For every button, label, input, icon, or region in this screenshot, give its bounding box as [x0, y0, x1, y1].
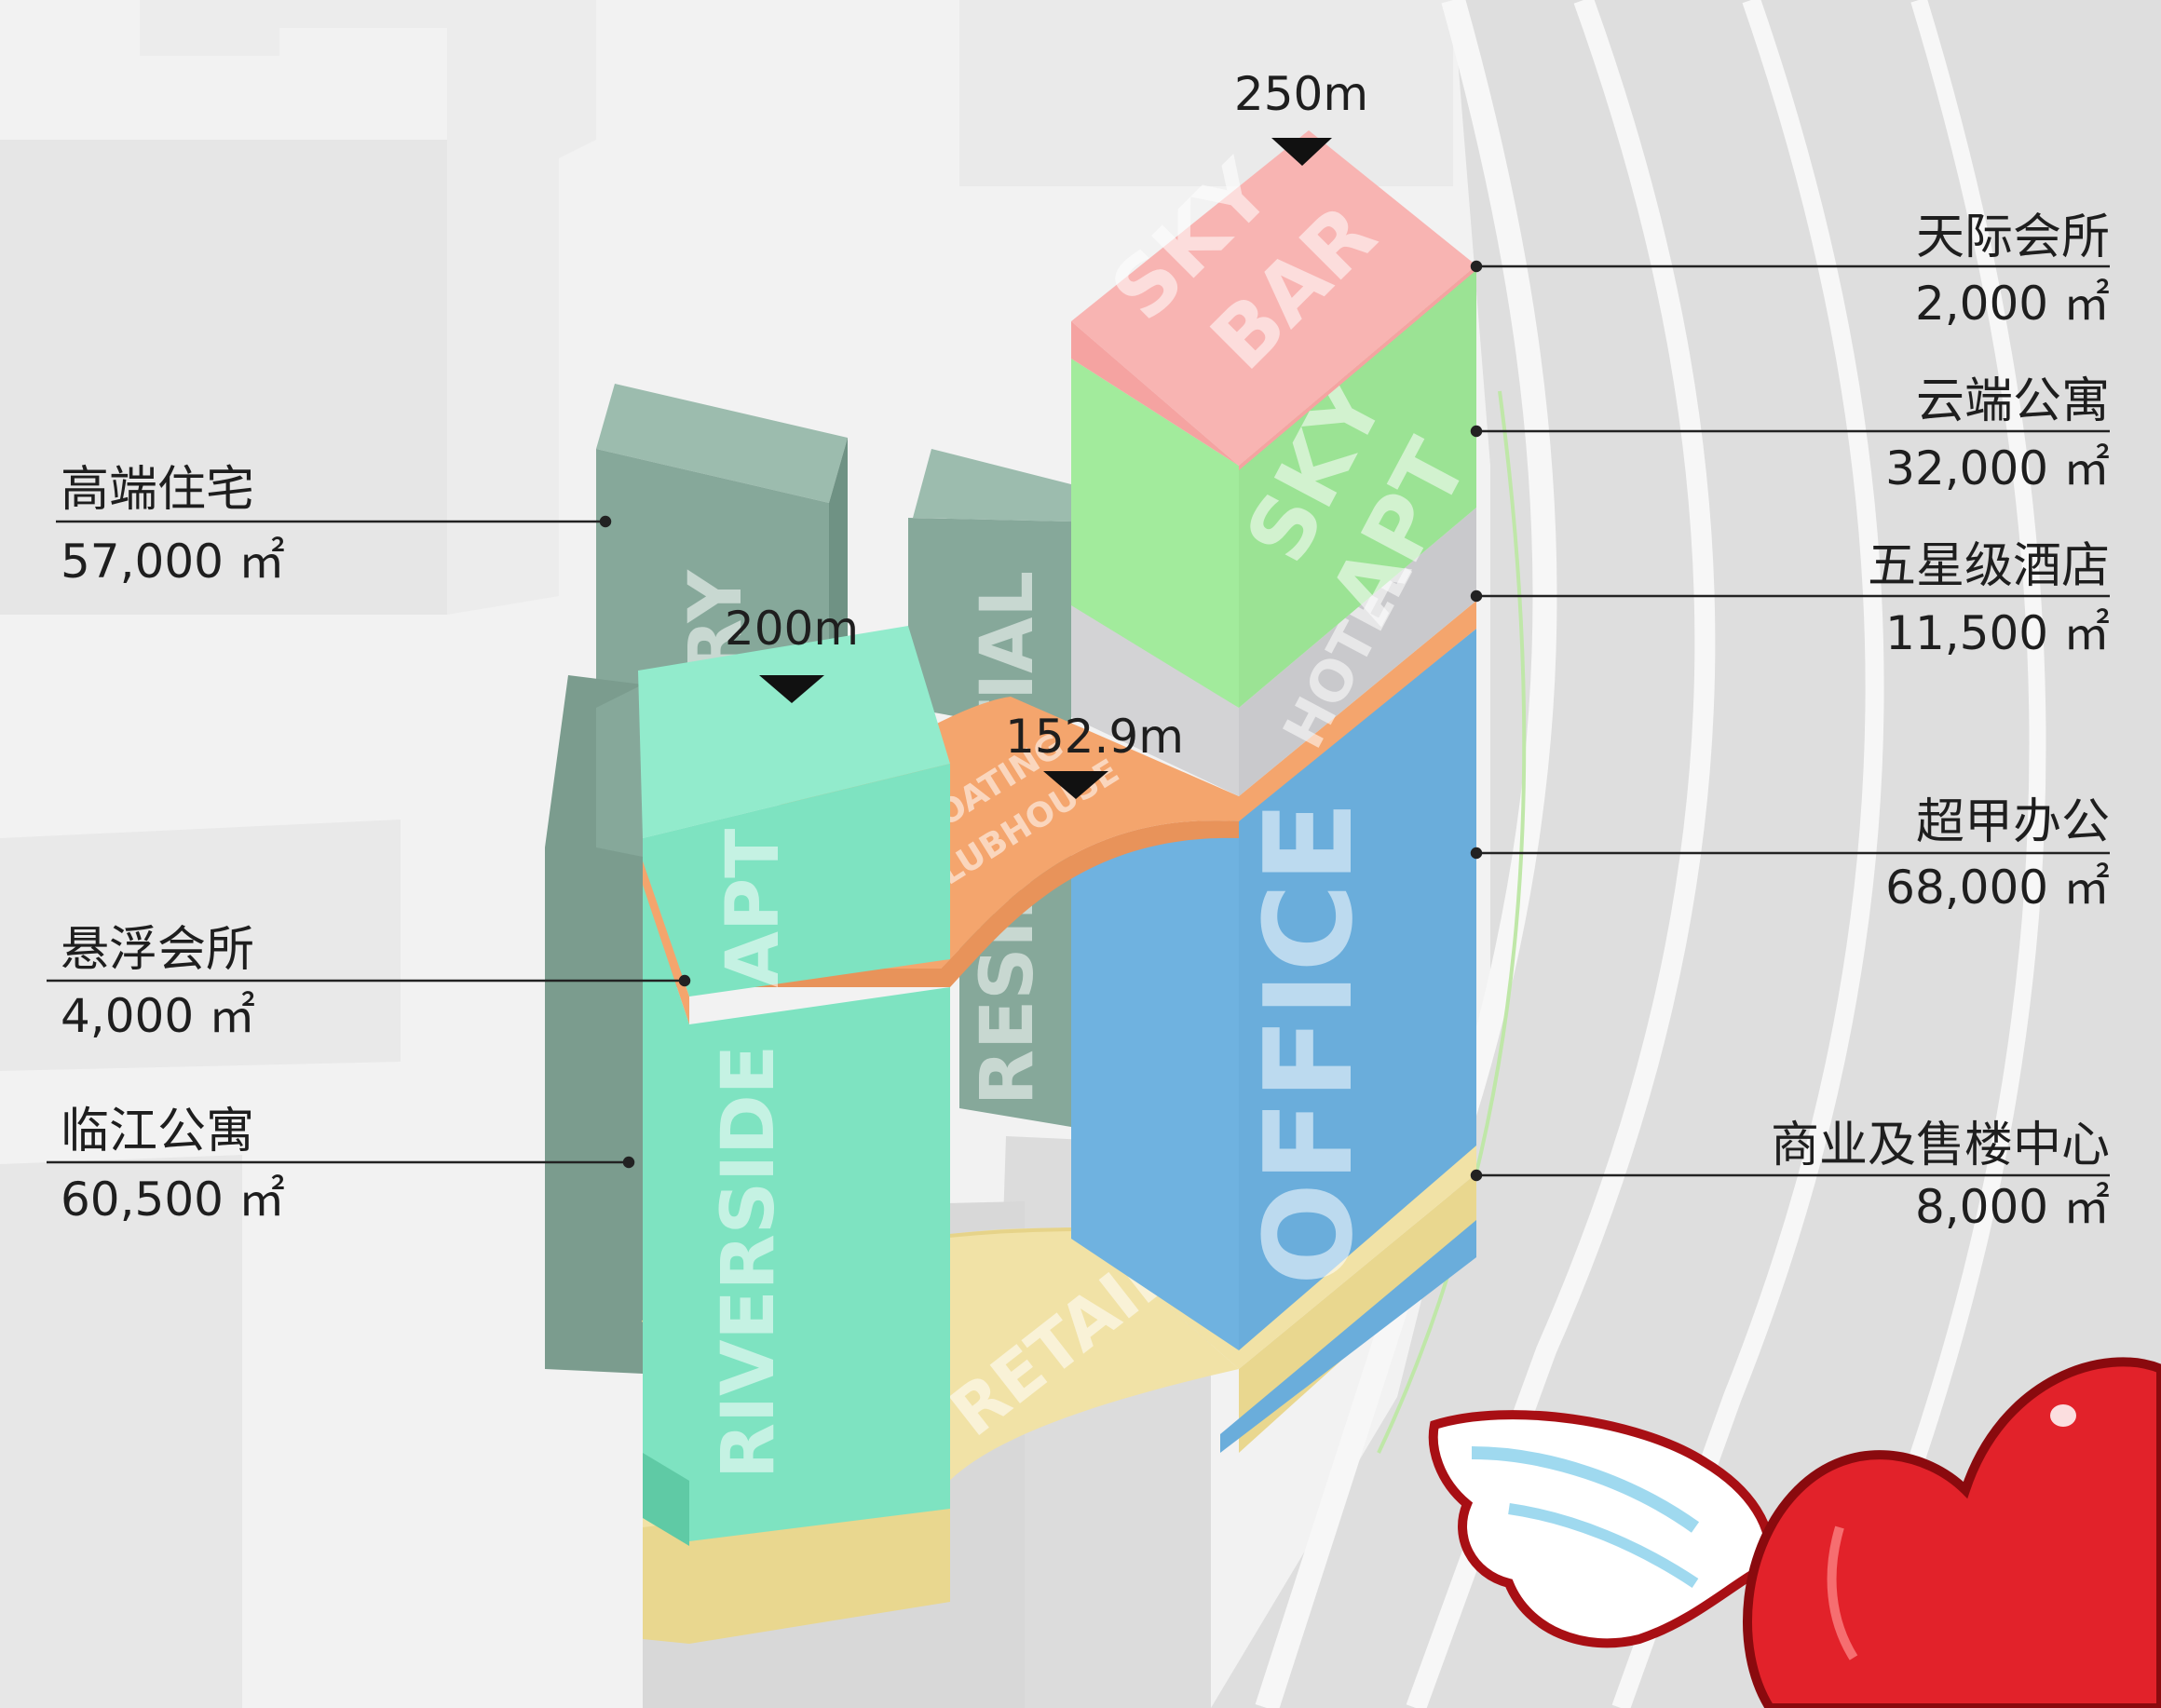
callout-luxury: 高端住宅 57,000 ㎡	[61, 462, 285, 589]
label-riverside: RIVERSIDE	[707, 1045, 791, 1479]
callout-area: 60,500 ㎡	[61, 1173, 285, 1227]
callout-name: 天际会所	[1916, 210, 2110, 265]
callout-name: 五星级酒店	[1868, 538, 2110, 594]
callout-name: 商业及售楼中心	[1771, 1118, 2110, 1173]
label-office: OFFICE	[1238, 801, 1380, 1286]
callout-area: 8,000 ㎡	[1915, 1180, 2110, 1234]
callout-name: 超甲办公	[1916, 794, 2110, 850]
callout-name: 悬浮会所	[61, 922, 254, 978]
callout-sky-apt: 云端公寓 32,000 ㎡	[1885, 373, 2110, 495]
callout-area: 11,500 ㎡	[1885, 606, 2110, 660]
callout-clubhouse: 悬浮会所 4,000 ㎡	[61, 922, 255, 1043]
callout-name: 临江公寓	[61, 1104, 254, 1159]
height-marker-152: 152.9m	[1005, 710, 1184, 799]
callout-area: 32,000 ㎡	[1885, 441, 2110, 495]
callout-hotel: 五星级酒店 11,500 ㎡	[1868, 538, 2110, 660]
callout-riverside: 临江公寓 60,500 ㎡	[61, 1104, 285, 1227]
callout-retail: 商业及售楼中心 8,000 ㎡	[1771, 1118, 2110, 1234]
height-200-text: 200m	[725, 602, 859, 656]
label-apt: APT	[712, 829, 795, 988]
callout-area: 68,000 ㎡	[1885, 861, 2110, 915]
height-marker-200: 200m	[725, 602, 859, 703]
office-tower: OFFICE	[1071, 629, 1476, 1453]
height-152-text: 152.9m	[1005, 710, 1184, 764]
leader-lines	[47, 260, 2110, 1182]
callout-name: 高端住宅	[61, 462, 254, 518]
sky-bar-block: SKY BAR	[1071, 130, 1476, 470]
callout-sky-bar: 天际会所 2,000 ㎡	[1915, 210, 2110, 331]
callout-name: 云端公寓	[1916, 373, 2110, 429]
callout-area: 2,000 ㎡	[1915, 277, 2110, 331]
callout-area: 4,000 ㎡	[61, 989, 255, 1043]
winged-heart-icon	[1428, 1357, 2161, 1708]
height-marker-250: 250m	[1234, 67, 1368, 166]
riverside-apt-tower: APT RIVERSIDE	[638, 626, 950, 1546]
height-250-text: 250m	[1234, 67, 1368, 121]
callout-office: 超甲办公 68,000 ㎡	[1885, 794, 2110, 915]
callout-area: 57,000 ㎡	[61, 535, 285, 589]
